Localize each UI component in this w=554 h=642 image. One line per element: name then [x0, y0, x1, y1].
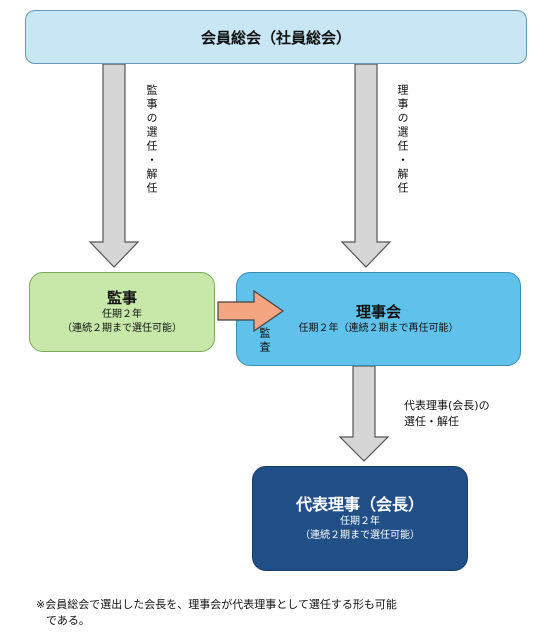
arrow-to-auditor	[88, 63, 140, 268]
auditor-box: 監事 任期２年 （連続２期まで選任可能）	[29, 272, 215, 352]
board-title: 理事会	[355, 303, 401, 321]
arrow-to-representative	[338, 365, 390, 462]
board-box: 理事会 任期２年（連続２期まで再任可能）	[236, 272, 521, 366]
board-term: 任期２年（連続２期まで再任可能）	[298, 323, 459, 334]
auditor-term: 任期２年	[102, 309, 142, 320]
arrow-to-board	[340, 63, 392, 268]
representative-box: 代表理事（会長） 任期２年 （連続２期まで選任可能）	[252, 466, 468, 571]
footnote: ※会員総会で選出した会長を、理事会が代表理事として選任する形も可能 である。	[36, 597, 536, 629]
label-director-appointment: 理事の選任・解任	[396, 84, 409, 196]
label-representative-line2: 選任・解任	[404, 415, 459, 428]
representative-term-note: （連続２期まで選任可能）	[300, 529, 420, 541]
representative-title: 代表理事（会長）	[295, 494, 424, 514]
footnote-line2: である。	[46, 614, 90, 627]
general-assembly-title: 会員総会（社員総会）	[200, 28, 351, 47]
auditor-term-note: （連続２期まで選任可能）	[62, 323, 182, 334]
label-representative-line1: 代表理事(会長)の	[404, 399, 490, 412]
representative-term: 任期２年	[340, 515, 380, 527]
auditor-title: 監事	[106, 289, 137, 307]
label-auditor-appointment: 監事の選任・解任	[145, 84, 158, 196]
footnote-line1: ※会員総会で選出した会長を、理事会が代表理事として選任する形も可能	[36, 598, 397, 611]
audit-arrow	[217, 289, 285, 333]
general-assembly-box: 会員総会（社員総会）	[25, 10, 527, 64]
audit-label: 監査	[258, 327, 271, 355]
